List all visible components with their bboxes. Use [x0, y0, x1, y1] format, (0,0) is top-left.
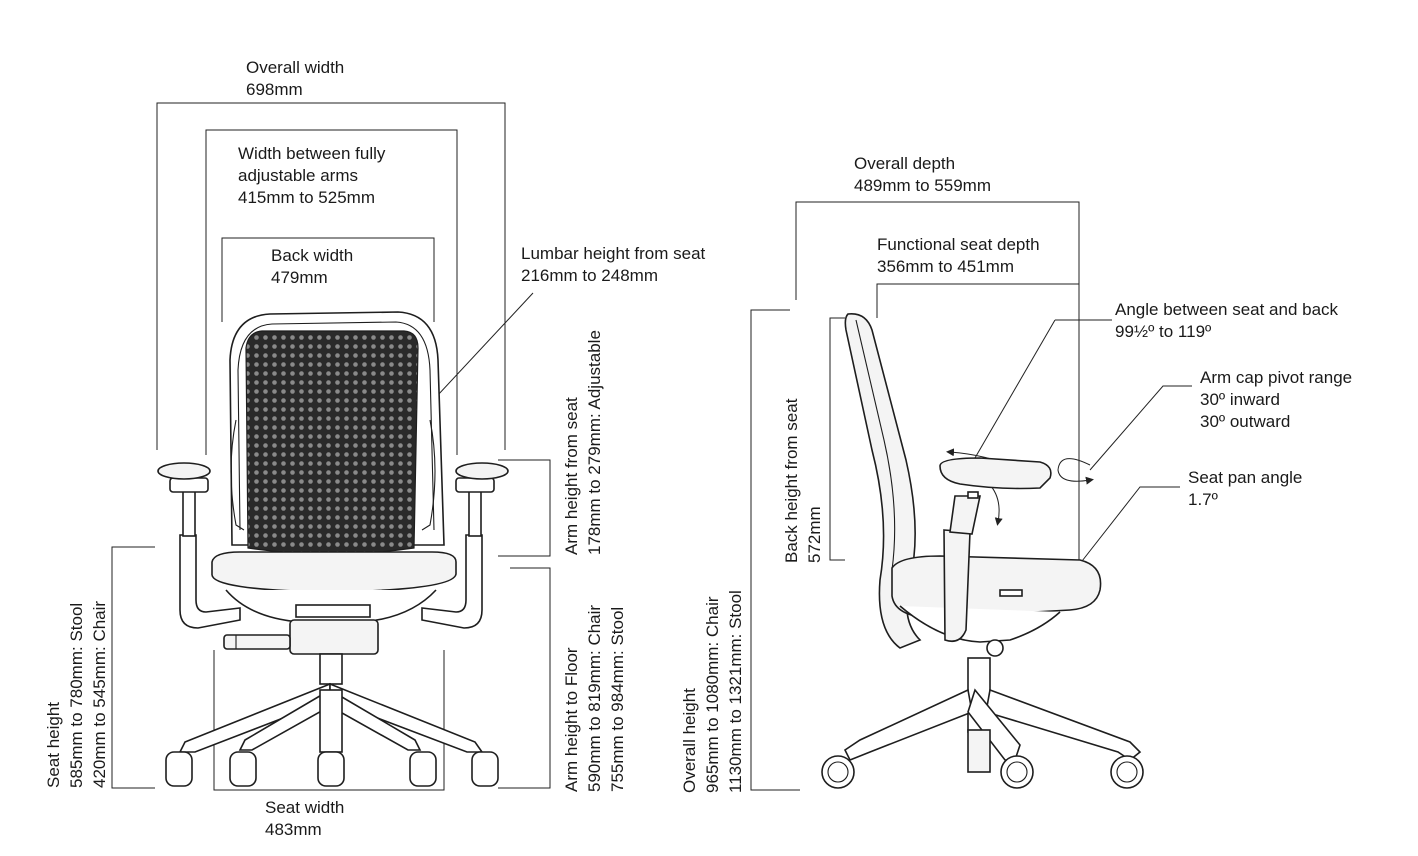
side-star-base — [843, 688, 1142, 773]
overall-width-title: Overall width — [246, 58, 345, 77]
overall-depth-value: 489mm to 559mm — [854, 176, 991, 195]
left-arm-cap — [157, 462, 211, 480]
seat-height-label: Seat height 585mm to 780mm: Stool 420mm … — [42, 601, 111, 788]
back-height-label: Back height from seat 572mm — [780, 399, 826, 563]
seat-height-title: Seat height — [44, 701, 63, 788]
front-chair-drawing — [157, 311, 509, 787]
seat-back-angle-title: Angle between seat and back — [1115, 300, 1339, 319]
seat-back-angle-label: Angle between seat and back 99½º to 119º — [1115, 299, 1338, 343]
arm-from-seat-bracket — [498, 459, 551, 557]
side-view-dimension-lines — [750, 201, 1192, 791]
left-arm-support — [179, 534, 241, 629]
back-width-title: Back width — [271, 246, 354, 265]
arm-width-label: Width between fully adjustable arms 415m… — [238, 143, 385, 209]
seat-depth-knob — [986, 639, 1004, 657]
back-width-label: Back width 479mm — [271, 245, 353, 289]
arm-width-title: Width between fully — [238, 144, 386, 163]
overall-height-title: Overall height — [680, 688, 699, 793]
arm-cap-pivot-outward: 30º outward — [1200, 412, 1291, 431]
back-height-value: 572mm — [805, 506, 824, 563]
front-star-base — [178, 682, 484, 753]
front-seat-cushion — [211, 551, 457, 593]
seat-width-bracket — [213, 650, 445, 791]
back-height-bracket — [829, 317, 845, 561]
side-arm-cap — [939, 457, 1052, 490]
overall-width-value: 698mm — [246, 80, 303, 99]
side-casters — [821, 755, 1144, 789]
overall-height-label: Overall height 965mm to 1080mm: Chair 11… — [678, 590, 747, 793]
arm-width-bracket — [205, 129, 458, 455]
overall-depth-bracket — [795, 201, 1080, 560]
seat-height-stool: 585mm to 780mm: Stool — [67, 602, 86, 788]
seat-height-bracket — [111, 546, 155, 789]
seat-pan-leader — [1074, 486, 1180, 571]
arm-cap-pivot-title: Arm cap pivot range — [1200, 368, 1353, 387]
seat-pan-angle-value: 1.7º — [1188, 490, 1218, 509]
front-tilt-housing — [289, 619, 379, 655]
side-chair-drawing — [821, 313, 1144, 789]
seat-height-chair: 420mm to 545mm: Chair — [90, 600, 109, 788]
seat-pan-angle-label: Seat pan angle 1.7º — [1188, 467, 1302, 511]
overall-depth-label: Overall depth 489mm to 559mm — [854, 153, 991, 197]
arm-to-floor-bracket — [498, 567, 551, 789]
seat-width-title: Seat width — [265, 798, 345, 817]
front-casters — [165, 751, 499, 787]
right-arm-cap — [455, 462, 509, 480]
front-lever — [223, 634, 291, 650]
back-height-title: Back height from seat — [782, 398, 801, 563]
arm-cap-leader — [1089, 385, 1192, 471]
right-arm-support — [421, 534, 483, 629]
seat-depth-label: Functional seat depth 356mm to 451mm — [877, 234, 1040, 278]
seat-pan-angle-title: Seat pan angle — [1188, 468, 1303, 487]
overall-height-bracket — [750, 309, 800, 791]
arm-width-title-line2: adjustable arms — [238, 166, 359, 185]
overall-height-chair: 965mm to 1080mm: Chair — [703, 596, 722, 793]
front-view-dimension-lines — [111, 102, 551, 791]
arm-to-floor-stool: 755mm to 984mm: Stool — [608, 606, 627, 792]
overall-depth-title: Overall depth — [854, 154, 956, 173]
lumbar-height-title: Lumbar height from seat — [521, 244, 706, 263]
seat-width-label: Seat width 483mm — [265, 797, 344, 841]
arm-width-value: 415mm to 525mm — [238, 188, 375, 207]
front-gas-column — [319, 653, 343, 685]
seat-depth-value: 356mm to 451mm — [877, 257, 1014, 276]
arm-from-seat-title: Arm height from seat — [562, 397, 581, 555]
side-arm-post — [943, 529, 971, 643]
arm-cap-pivot-inward: 30º inward — [1200, 390, 1280, 409]
seat-width-value: 483mm — [265, 820, 322, 839]
overall-width-label: Overall width 698mm — [246, 57, 344, 101]
mesh-backrest — [245, 330, 419, 555]
arm-from-seat-value: 178mm to 279mm: Adjustable — [585, 330, 604, 555]
seat-depth-title: Functional seat depth — [877, 235, 1040, 254]
back-width-value: 479mm — [271, 268, 328, 287]
arm-to-floor-label: Arm height to Floor 590mm to 819mm: Chai… — [560, 605, 629, 792]
arm-from-seat-label: Arm height from seat 178mm to 279mm: Adj… — [560, 330, 606, 555]
back-width-bracket — [221, 237, 435, 322]
arm-to-floor-title: Arm height to Floor — [562, 647, 581, 792]
lumbar-height-label: Lumbar height from seat 216mm to 248mm — [521, 243, 705, 287]
seat-back-angle-value: 99½º to 119º — [1115, 322, 1212, 341]
overall-width-bracket — [156, 102, 506, 450]
seat-depth-bracket — [876, 283, 1079, 318]
overall-height-stool: 1130mm to 1321mm: Stool — [726, 590, 745, 793]
lumbar-height-value: 216mm to 248mm — [521, 266, 658, 285]
arm-cap-pivot-label: Arm cap pivot range 30º inward 30º outwa… — [1200, 367, 1352, 433]
arm-to-floor-chair: 590mm to 819mm: Chair — [585, 604, 604, 792]
